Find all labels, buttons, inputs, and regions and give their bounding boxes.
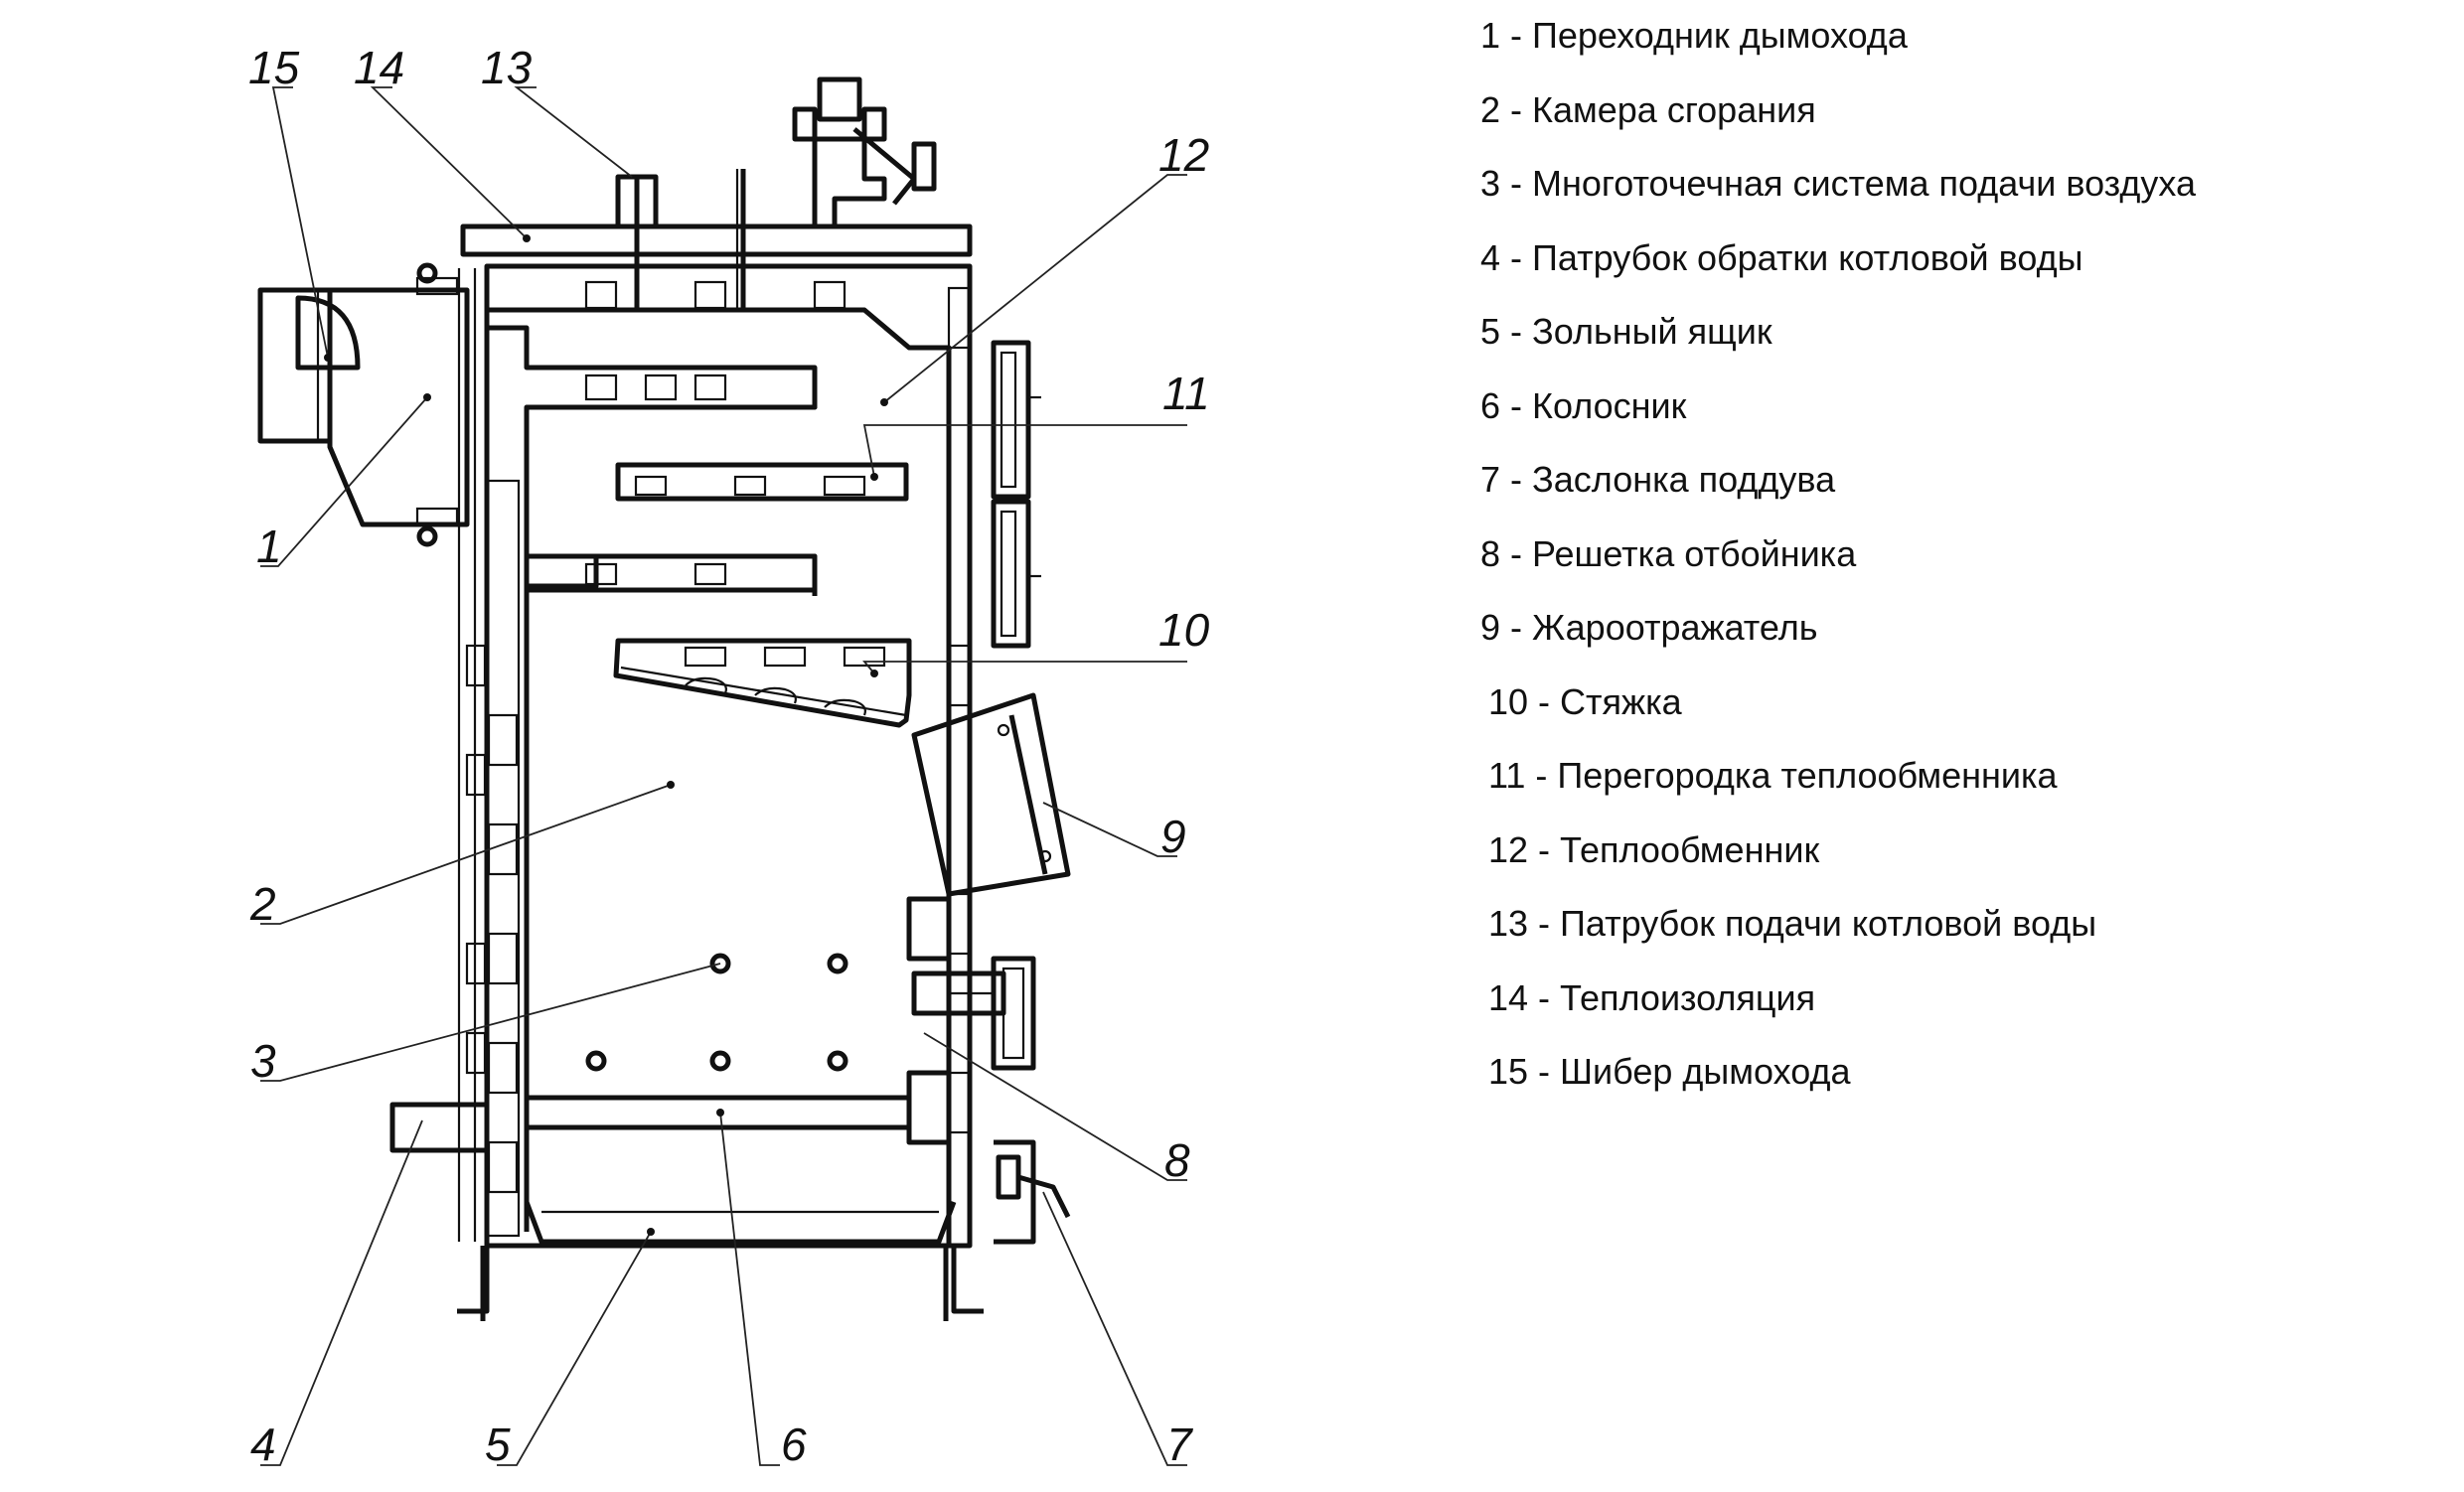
legend-item: 1 - Переходник дымохода (1480, 15, 1908, 56)
parts-legend: 1 - Переходник дымохода 2 - Камера сгора… (1480, 10, 2196, 1120)
heat-reflector (911, 692, 1071, 897)
callout-14: 14 (354, 42, 404, 93)
callout-9: 9 (1160, 811, 1186, 862)
legend-item: 4 - Патрубок обратки котловой воды (1480, 236, 2083, 278)
callout-1: 1 (256, 521, 282, 572)
callout-3: 3 (250, 1035, 276, 1087)
legend-item: 11 - Перегородка теплообменника (1488, 755, 2058, 796)
draft-damper (994, 1139, 1071, 1245)
callout-4: 4 (250, 1418, 276, 1470)
callout-10: 10 (1158, 604, 1210, 656)
legend-item: 2 - Камера сгорания (1480, 88, 1816, 130)
callout-7: 7 (1166, 1418, 1193, 1470)
legend-item: 6 - Колосник (1480, 384, 1687, 426)
combustion-chamber (487, 280, 971, 1246)
legend-item: 9 - Жароотражатель (1480, 607, 1818, 648)
grate-and-ash-box (524, 1095, 957, 1245)
callout-2: 2 (249, 878, 276, 930)
callout-5: 5 (485, 1418, 511, 1470)
callout-15: 15 (248, 42, 300, 93)
exchanger-baffles (584, 280, 886, 716)
legend-item: 7 - Заслонка поддува (1480, 459, 1836, 500)
flue-adapter (257, 262, 470, 547)
callout-11: 11 (1162, 368, 1210, 419)
callout-numbers: 1 2 3 4 5 6 7 8 9 10 11 12 13 14 15 (248, 42, 1210, 1470)
legend-item: 8 - Решетка отбойника (1480, 532, 1857, 574)
legend-item: 10 - Стяжка (1488, 680, 1682, 722)
leader-lines (260, 86, 1187, 1466)
return-pipe (389, 1102, 490, 1153)
legend-item: 12 - Теплообменник (1488, 828, 1820, 870)
insulation-layer (465, 479, 521, 1238)
callout-8: 8 (1164, 1134, 1190, 1186)
legend-item: 13 - Патрубок подачи котловой воды (1488, 903, 2097, 944)
legend-item: 5 - Зольный ящик (1480, 311, 1772, 352)
upper-service-doors (991, 340, 1041, 649)
air-supply-nozzles (585, 953, 848, 1072)
lower-door (906, 896, 1036, 1145)
supply-pipe-and-fittings (615, 76, 937, 310)
legend-item: 3 - Многоточечная система подачи воздуха (1480, 163, 2197, 204)
boiler-casing (457, 224, 984, 1321)
legend-item: 14 - Теплоизоляция (1488, 976, 1816, 1018)
callout-6: 6 (781, 1418, 807, 1470)
legend-item: 15 - Шибер дымохода (1488, 1051, 1851, 1092)
callout-13: 13 (481, 42, 533, 93)
callout-12: 12 (1158, 129, 1209, 181)
